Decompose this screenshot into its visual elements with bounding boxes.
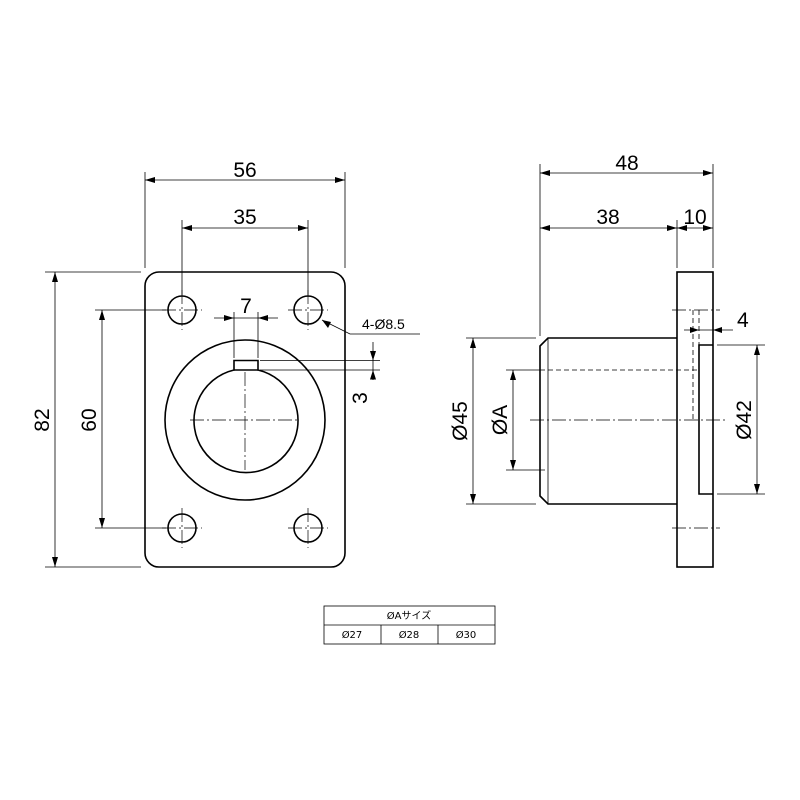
dim-body-length: 38 (596, 206, 619, 229)
dim-overall-width: 56 (233, 159, 256, 182)
dim-step: 4 (737, 309, 749, 332)
bore-with-keyway (193, 359, 299, 474)
dim-overall-height: 82 (31, 408, 54, 431)
dim-pilot-diameter: Ø42 (733, 400, 756, 440)
dim-outer-diameter: Ø45 (449, 401, 472, 441)
pilot-step (698, 344, 713, 495)
bore-center-lines (190, 372, 300, 470)
dim-bore-diameter: ØA (489, 405, 512, 435)
size-option: Ø28 (399, 629, 420, 641)
hub-outer-circle (164, 339, 326, 501)
body-outline (539, 337, 677, 505)
dim-keyway-width: 7 (240, 295, 252, 318)
size-option: Ø27 (342, 629, 363, 641)
dim-keyway-depth: 3 (349, 392, 372, 404)
dim-hole-spacing-horizontal: 35 (233, 206, 256, 229)
front-view: 56 35 82 60 7 3 (31, 159, 420, 568)
flange-outline (144, 271, 346, 568)
size-option: Ø30 (456, 629, 477, 641)
flange-side (676, 271, 714, 568)
holes-callout: 4-Ø8.5 (362, 316, 405, 332)
size-table-header: ØAサイズ (387, 609, 431, 622)
dim-overall-length: 48 (615, 152, 638, 175)
hole-center-marks (162, 290, 328, 548)
side-view: 48 38 10 4 Ø45 ØA Ø42 (449, 152, 765, 568)
size-table: ØAサイズ Ø27 Ø28 Ø30 (323, 605, 496, 645)
dim-flange-thickness: 10 (683, 206, 706, 229)
dim-hole-spacing-vertical: 60 (78, 408, 101, 431)
